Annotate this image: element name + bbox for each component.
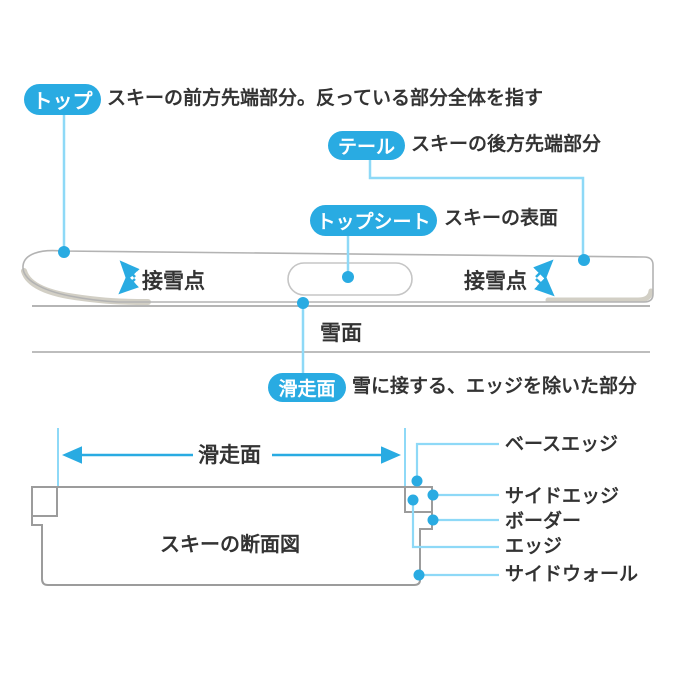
dot-running-surface <box>297 297 309 309</box>
dot-edge <box>407 494 419 506</box>
part-label-border: ボーダー <box>505 510 582 532</box>
edge-leader-line <box>411 500 499 549</box>
topsheet-badge: トップシート <box>310 205 437 236</box>
dot-side-edge <box>427 489 439 501</box>
part-label-sidewall: サイドウォール <box>505 563 639 585</box>
dot-topsheet <box>342 271 354 283</box>
topsheet-description: スキーの表面 <box>444 207 559 229</box>
running-surface-badge: 滑走面 <box>268 373 346 402</box>
base-edge-leader-line <box>415 442 499 480</box>
dot-tail <box>578 254 590 266</box>
ski-tail-shading <box>545 288 654 303</box>
ski-outline <box>22 249 654 303</box>
contact-point-left-label: 接雪点 <box>142 269 205 293</box>
running-surface-measure-label: 滑走面 <box>198 443 261 467</box>
contact-left-arrow-down <box>118 274 139 295</box>
dot-border <box>427 514 439 526</box>
snow-surface-label: 雪面 <box>320 321 362 345</box>
tail-badge: テール <box>328 131 405 160</box>
dot-top-tip <box>58 246 70 258</box>
part-label-base-edge: ベースエッジ <box>505 433 619 455</box>
dot-sidewall <box>413 569 425 581</box>
running-surface-description: 雪に接する、エッジを除いた部分 <box>352 375 638 397</box>
cross-section-left-edge-piece <box>32 487 58 517</box>
cross-section-caption: スキーの断面図 <box>160 532 300 556</box>
part-label-edge: エッジ <box>505 535 563 557</box>
part-label-side-edge: サイドエッジ <box>505 485 620 507</box>
cross-section-right-edge-piece <box>404 487 432 513</box>
contact-right-arrow-up <box>533 259 554 280</box>
tail-leader-line <box>368 158 585 257</box>
top-description: スキーの前方先端部分。反っている部分全体を指す <box>107 87 544 109</box>
tail-description: スキーの後方先端部分 <box>411 133 602 155</box>
contact-point-right-label: 接雪点 <box>464 269 527 293</box>
dot-base-edge <box>411 475 423 487</box>
contact-right-arrow-down <box>534 276 555 297</box>
top-badge: トップ <box>24 84 101 115</box>
